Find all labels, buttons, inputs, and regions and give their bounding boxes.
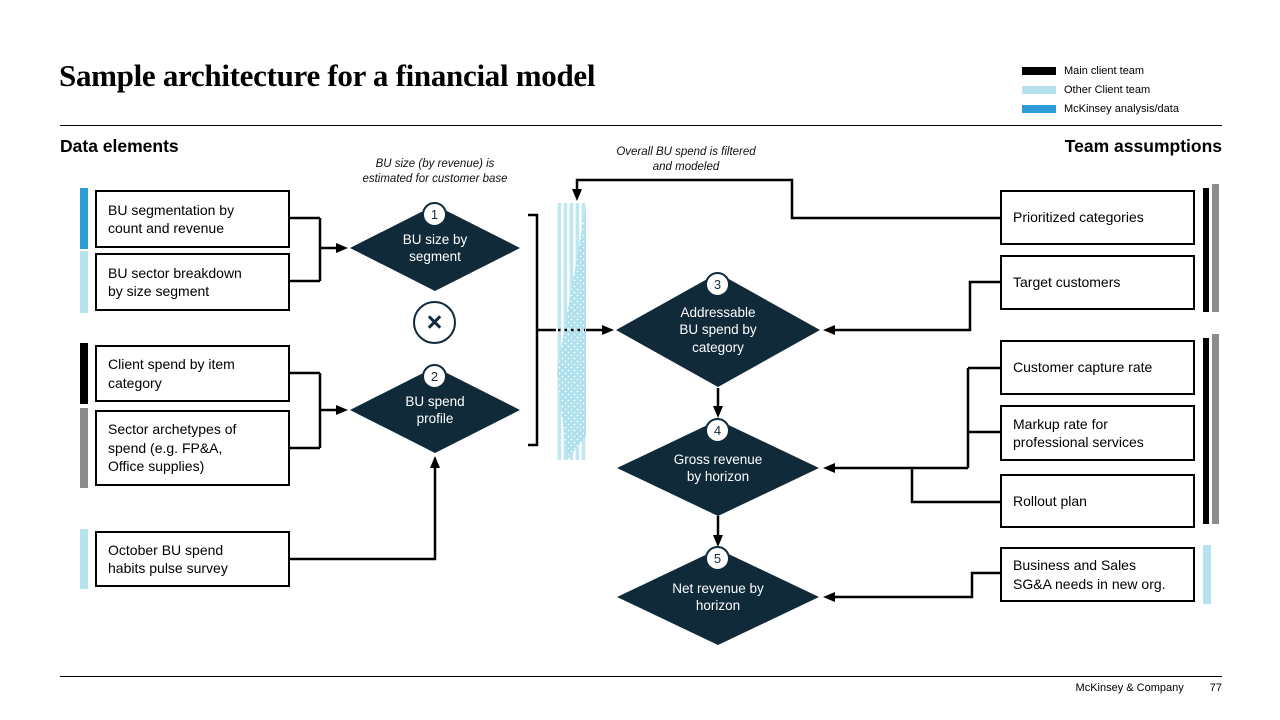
tag-bar bbox=[80, 343, 88, 404]
assumption-box: Target customers bbox=[1000, 255, 1195, 310]
multiply-operator-icon: × bbox=[413, 301, 456, 344]
box-label: Markup rate for professional services bbox=[1013, 415, 1144, 450]
legend-item-other-client: Other Client team bbox=[1022, 82, 1222, 98]
box-label: BU segmentation by count and revenue bbox=[108, 201, 235, 236]
data-element-box: Client spend by item category bbox=[95, 345, 290, 402]
tag-bar bbox=[1203, 545, 1211, 604]
legend-label: Other Client team bbox=[1064, 84, 1151, 96]
legend-swatch-other-client bbox=[1022, 86, 1056, 94]
legend-item-mckinsey: McKinsey analysis/data bbox=[1022, 101, 1222, 117]
assumption-box: Markup rate for professional services bbox=[1000, 405, 1195, 461]
tag-bar bbox=[80, 251, 88, 313]
step-number-5: 5 bbox=[705, 546, 730, 571]
data-element-box: October BU spend habits pulse survey bbox=[95, 531, 290, 587]
tag-bar bbox=[80, 188, 88, 249]
data-elements-header: Data elements bbox=[60, 136, 179, 156]
process-node-label: Net revenue by horizon bbox=[672, 580, 764, 613]
box-label: October BU spend habits pulse survey bbox=[108, 541, 228, 576]
legend-swatch-main-client bbox=[1022, 67, 1056, 75]
tag-bar bbox=[80, 529, 88, 589]
legend-item-main-client: Main client team bbox=[1022, 63, 1222, 79]
box-label: Prioritized categories bbox=[1013, 209, 1144, 226]
box-label: BU sector breakdown by size segment bbox=[108, 264, 242, 299]
step-number-3: 3 bbox=[705, 272, 730, 297]
annotation-bu-spend: Overall BU spend is filtered and modeled bbox=[616, 146, 756, 173]
data-element-box: BU sector breakdown by size segment bbox=[95, 253, 290, 311]
tag-bar bbox=[80, 408, 88, 488]
tag-bar bbox=[1203, 188, 1209, 312]
annotation-bu-size: BU size (by revenue) is estimated for cu… bbox=[362, 158, 508, 185]
legend-label: McKinsey analysis/data bbox=[1064, 103, 1179, 115]
filter-bar-graphic bbox=[557, 203, 586, 460]
data-element-box: BU segmentation by count and revenue bbox=[95, 190, 290, 248]
box-label: Business and Sales SG&A needs in new org… bbox=[1013, 557, 1166, 592]
box-label: Sector archetypes of spend (e.g. FP&A, O… bbox=[108, 421, 237, 475]
assumption-box: Business and Sales SG&A needs in new org… bbox=[1000, 547, 1195, 602]
tag-bar bbox=[1212, 334, 1219, 524]
legend-label: Main client team bbox=[1064, 65, 1145, 77]
process-node-label: BU spend profile bbox=[405, 393, 465, 426]
box-label: Target customers bbox=[1013, 274, 1121, 291]
footer-company: McKinsey & Company bbox=[1075, 682, 1184, 694]
footer-page-number: 77 bbox=[1209, 682, 1222, 694]
step-number-1: 1 bbox=[422, 202, 447, 227]
tag-bar bbox=[1212, 184, 1219, 312]
box-label: Client spend by item category bbox=[108, 356, 235, 391]
tag-bar bbox=[1203, 338, 1209, 524]
process-node-label: Addressable BU spend by category bbox=[679, 305, 757, 355]
data-element-box: Sector archetypes of spend (e.g. FP&A, O… bbox=[95, 410, 290, 486]
page-title: Sample architecture for a financial mode… bbox=[59, 58, 596, 93]
team-assumptions-header: Team assumptions bbox=[1064, 136, 1222, 156]
process-node-label: BU size by segment bbox=[402, 231, 468, 264]
step-number-4: 4 bbox=[705, 418, 730, 443]
title-divider bbox=[60, 125, 1222, 126]
footer: McKinsey & Company 77 bbox=[1076, 682, 1222, 694]
assumption-box: Prioritized categories bbox=[1000, 190, 1195, 245]
box-label: Customer capture rate bbox=[1013, 359, 1153, 376]
step-number-2: 2 bbox=[422, 364, 447, 389]
footer-divider bbox=[60, 676, 1222, 677]
box-label: Rollout plan bbox=[1013, 492, 1087, 509]
assumption-box: Customer capture rate bbox=[1000, 340, 1195, 395]
process-node-label: Gross revenue by horizon bbox=[673, 451, 763, 484]
legend-swatch-mckinsey bbox=[1022, 105, 1056, 113]
assumption-box: Rollout plan bbox=[1000, 474, 1195, 528]
